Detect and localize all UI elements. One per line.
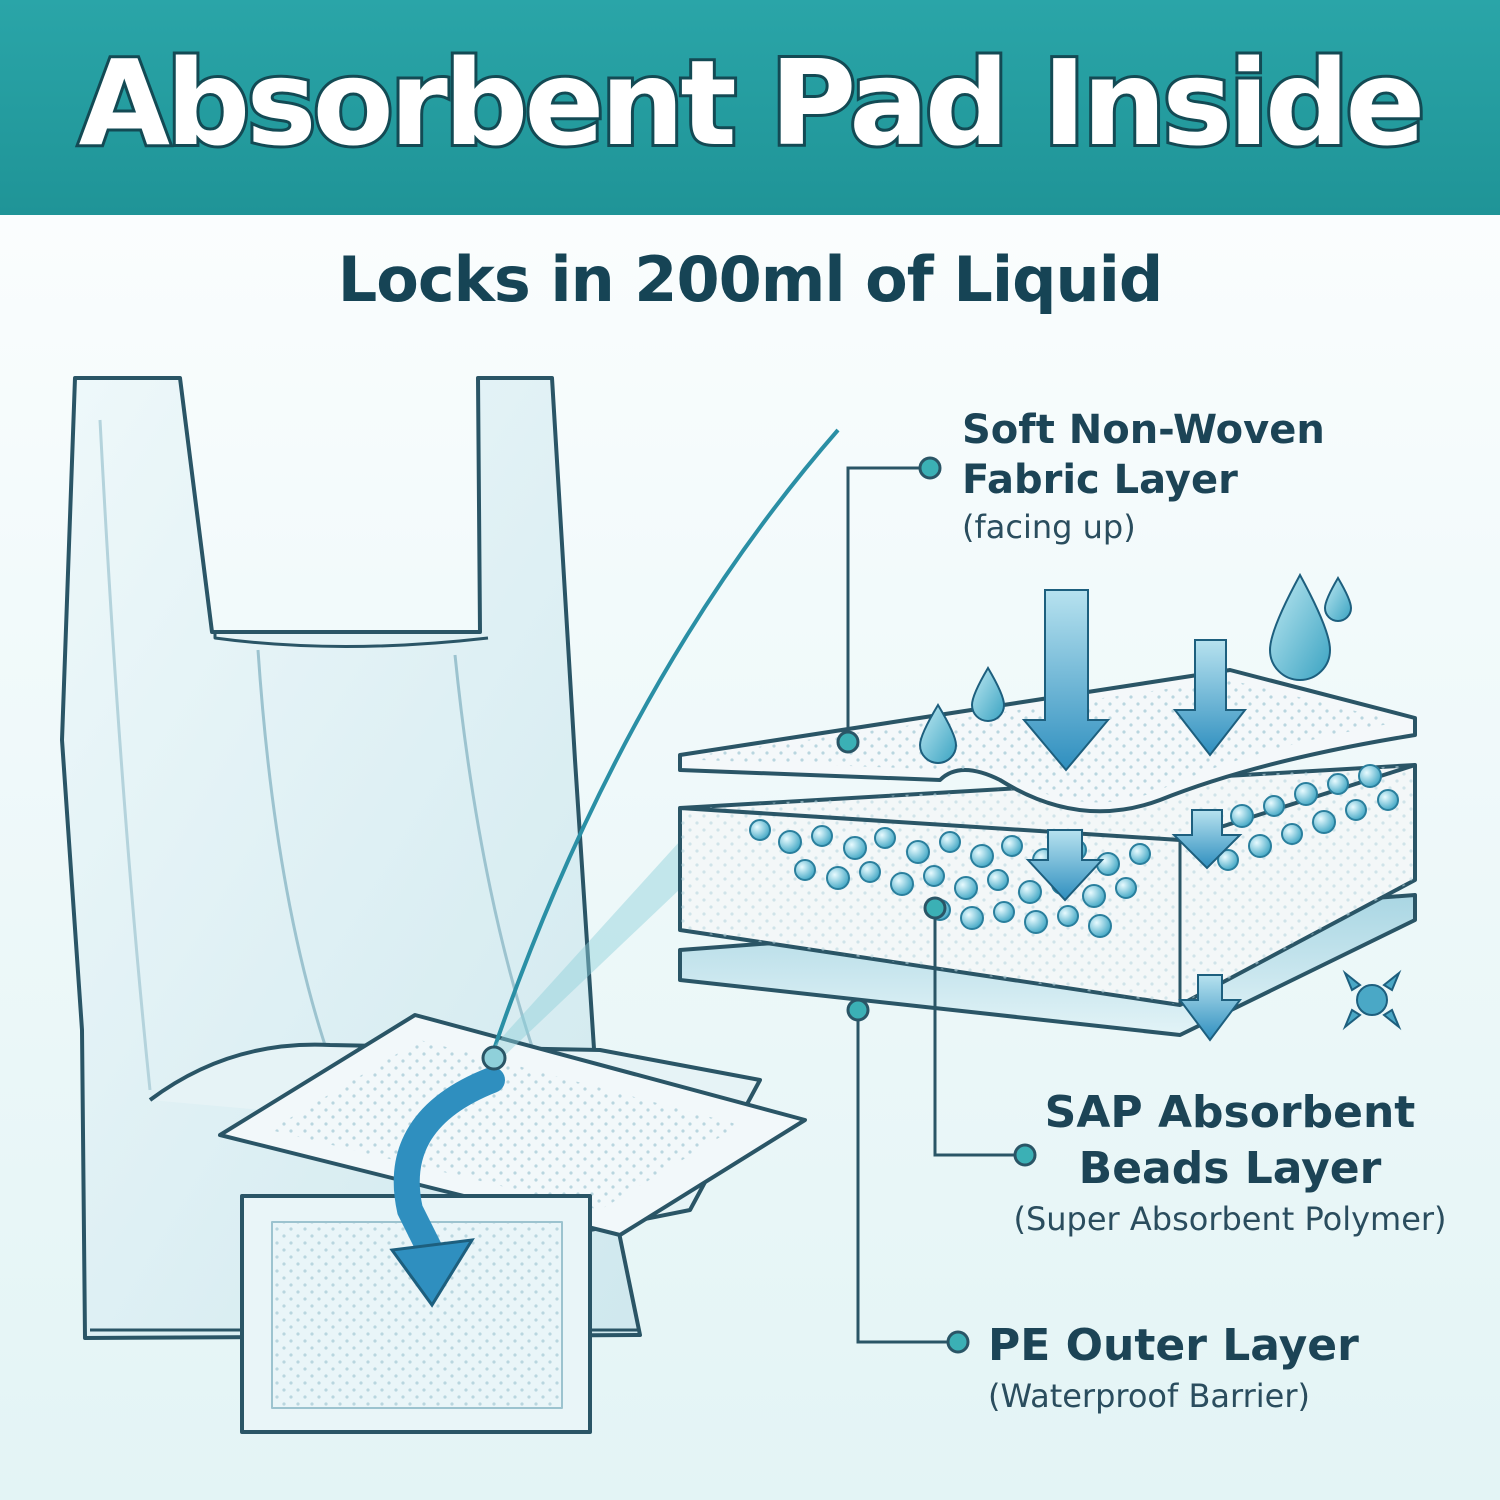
fabric-layer-title-2: Fabric Layer <box>962 457 1238 503</box>
pe-layer-title: PE Outer Layer <box>988 1320 1359 1371</box>
arrow-down-icon <box>389 1067 505 1308</box>
callout-dots <box>836 456 1037 1354</box>
sap-layer-note: (Super Absorbent Polymer) <box>1013 1200 1447 1238</box>
sap-beads <box>749 764 1399 938</box>
droplet-icon <box>918 572 1353 764</box>
title-banner <box>0 0 1500 215</box>
pe-layer-label: PE Outer Layer (Waterproof Barrier) <box>988 1318 1359 1418</box>
sap-layer-title-2: Beads Layer <box>1078 1143 1382 1194</box>
sap-layer-label: SAP Absorbent Beads Layer (Super Absorbe… <box>995 1085 1465 1241</box>
sap-layer-title-1: SAP Absorbent <box>1044 1087 1416 1138</box>
fabric-layer-note: (facing up) <box>962 508 1136 546</box>
page-subtitle: Locks in 200ml of Liquid <box>337 243 1163 316</box>
fabric-layer-title-1: Soft Non-Woven <box>962 407 1325 453</box>
arrow-down-icon <box>1021 589 1248 1042</box>
callout-lines <box>846 466 1025 1344</box>
fabric-layer-label: Soft Non-Woven Fabric Layer (facing up) <box>962 405 1325 549</box>
page-title: Absorbent Pad Inside <box>76 31 1429 175</box>
lock-absorb-icon <box>1342 969 1402 1031</box>
pe-layer-note: (Waterproof Barrier) <box>988 1377 1310 1415</box>
sap-bead-layer <box>678 763 1417 1007</box>
